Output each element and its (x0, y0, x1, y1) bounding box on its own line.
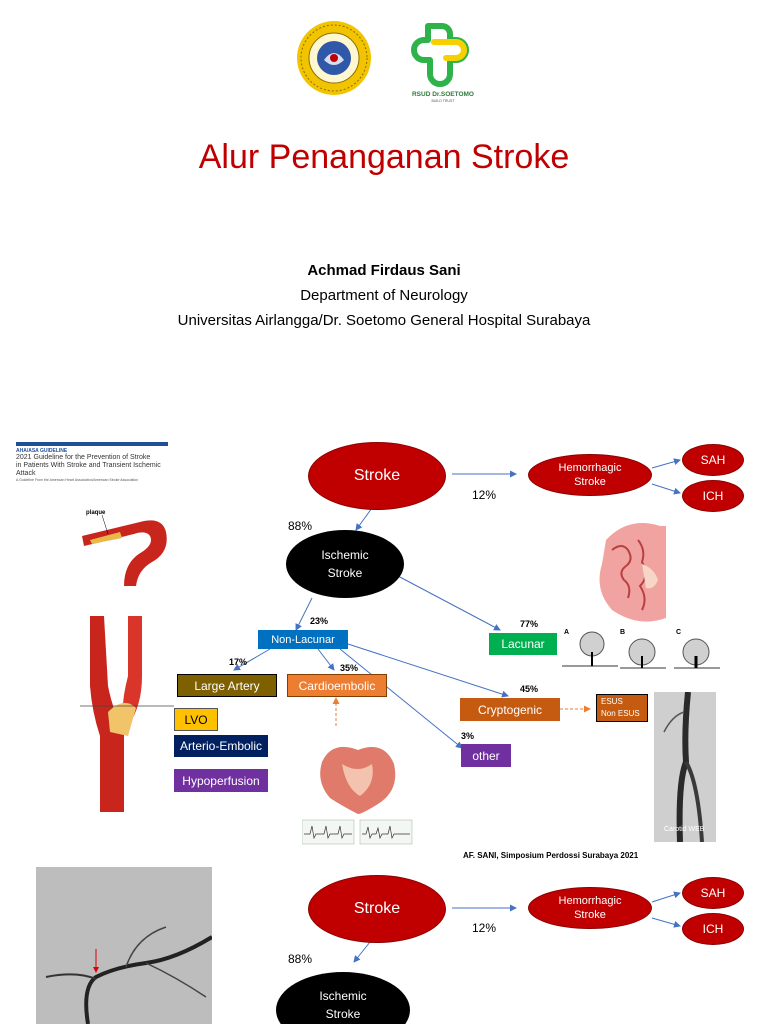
lacunar-percent: 77% (520, 619, 539, 629)
lacunar-panels: A B C (562, 629, 720, 669)
arterio-embolic-node: Arterio-Embolic (174, 735, 268, 757)
guideline-header-image: AHA/ASA GUIDELINE 2021 Guideline for the… (16, 442, 168, 486)
esus-label: ESUS (601, 697, 623, 706)
panel-b-label: B (620, 629, 625, 636)
large-artery-node: Large Artery (177, 674, 277, 697)
stroke-flowchart-slide: AHA/ASA GUIDELINE 2021 Guideline for the… (0, 400, 768, 862)
ischemic-percent-2: 88% (288, 952, 313, 966)
page-title: Alur Penanganan Stroke (198, 138, 570, 176)
sah-node-2: SAH (682, 877, 744, 909)
flowchart-connectors (233, 458, 681, 749)
esus-box: ESUS Non ESUS (596, 694, 648, 722)
rsud-logo: RSUD Dr.SOETOMO BUILD TRUST (411, 23, 474, 103)
ischemic-percent: 88% (288, 519, 313, 533)
ischemic-stroke-node-2: Ischemic Stroke (276, 972, 410, 1024)
department: Department of Neurology (300, 287, 468, 304)
stroke-flowchart-slide-repeat: Stroke 12% Hemorrhagic Stroke SAH ICH 88… (0, 862, 768, 1024)
institution: Universitas Airlangga/Dr. Soetomo Genera… (177, 312, 591, 329)
angiogram-vessels-2 (45, 926, 212, 1024)
guideline-title-line2: in Patients With Stroke and Transient Is… (16, 462, 161, 469)
guideline-tag: AHA/ASA GUIDELINE (16, 448, 68, 454)
hemorrhagic-stroke-node: Hemorrhagic Stroke (528, 454, 652, 496)
title-slide: RSUD Dr.SOETOMO BUILD TRUST Alur Penanga… (0, 0, 768, 400)
rsud-logo-text: RSUD Dr.SOETOMO (412, 91, 474, 98)
carotid-bifurcation-illustration (80, 616, 174, 812)
author-name: Achmad Firdaus Sani (307, 262, 461, 279)
citation: AF. SANI, Simposium Perdossi Surabaya 20… (463, 851, 639, 860)
flowchart-connectors-2 (353, 891, 681, 963)
guideline-title-line3: Attack (16, 470, 36, 477)
lvo-node: LVO (174, 708, 218, 731)
cardioembolic-node: Cardioembolic (287, 674, 387, 697)
carotid-web-angiogram: Carotid WEB (654, 692, 716, 842)
carotid-web-caption: Carotid WEB (664, 826, 705, 833)
lacunar-node: Lacunar (489, 633, 557, 655)
ich-node: ICH (682, 480, 744, 512)
cryptogenic-percent: 45% (520, 684, 539, 694)
hemorrhagic-percent: 12% (472, 488, 497, 502)
university-seal-logo (297, 21, 371, 95)
other-percent: 3% (461, 731, 475, 741)
brain-illustration (599, 523, 666, 622)
panel-a-label: A (564, 629, 569, 636)
guideline-title-line1: 2021 Guideline for the Prevention of Str… (16, 454, 151, 461)
heart-ecg-illustration (302, 734, 414, 845)
sah-node: SAH (682, 444, 744, 476)
other-node: other (461, 744, 511, 767)
rsud-logo-tagline: BUILD TRUST (432, 99, 456, 103)
angiogram-vessels (663, 692, 704, 842)
guideline-subtitle: A Guideline From the American Heart Asso… (16, 478, 139, 482)
large-artery-percent: 17% (229, 657, 248, 667)
plaque-artery-illustration: plaque (82, 510, 167, 586)
ich-node-2: ICH (682, 913, 744, 945)
stroke-node: Stroke (308, 442, 446, 510)
hemorrhagic-percent-2: 12% (472, 921, 497, 935)
non-esus-label: Non ESUS (601, 709, 640, 718)
nonlacunar-percent: 23% (310, 616, 329, 626)
panel-c-label: C (676, 629, 681, 636)
ischemic-stroke-node: Ischemic Stroke (286, 530, 404, 598)
nonlacunar-node: Non-Lacunar (258, 630, 348, 649)
hypoperfusion-node: Hypoperfusion (174, 769, 268, 792)
cardioembolic-percent: 35% (340, 663, 359, 673)
stroke-node-2: Stroke (308, 875, 446, 943)
cerebral-angiogram-image (36, 867, 212, 1024)
cryptogenic-node: Cryptogenic (460, 698, 560, 721)
hemorrhagic-stroke-node-2: Hemorrhagic Stroke (528, 887, 652, 929)
plaque-label: plaque (86, 510, 106, 516)
